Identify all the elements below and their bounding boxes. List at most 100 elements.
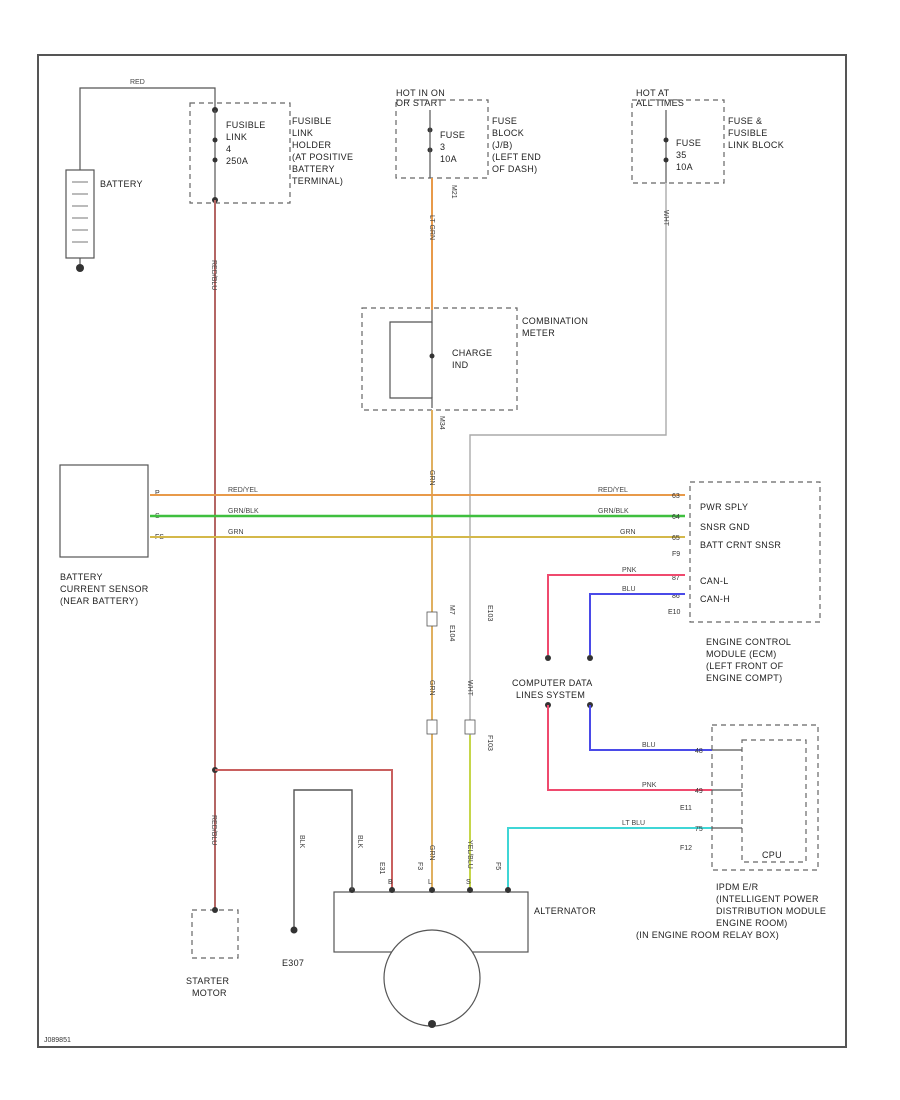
starter-label-2: MOTOR [192,988,227,998]
alt-grn-wire-label-2: GRN [428,845,435,861]
ground-label: E307 [282,958,304,968]
fuse-block-label-2: BLOCK [492,128,524,138]
ecm-pin-c: 65 [672,535,680,542]
combination-meter-label-1: COMBINATION [522,316,588,326]
ipdm-label-5: (IN ENGINE ROOM RELAY BOX) [636,930,779,940]
cdls-label-1: COMPUTER DATA [512,678,593,688]
ecm-pin-a: 63 [672,493,680,500]
battery-sensor-label-1: BATTERY [60,572,103,582]
e104-connector: E104 [448,625,455,641]
ecm-label-3: (LEFT FRONT OF [706,661,784,671]
battery-sensor-label-3: (NEAR BATTERY) [60,596,138,606]
fuse-block-label-5: OF DASH) [492,164,537,174]
fuse-fusible-label-2: FUSIBLE [728,128,768,138]
fusible-holder-label-4: (AT POSITIVE [292,152,353,162]
charge-ind-label-2: IND [452,360,469,370]
grn-blk-label-right: GRN/BLK [598,508,629,515]
lt-blu-wire [507,827,712,888]
wht-alt-wire-label: WHT [466,680,473,697]
ipdm-label-1: IPDM E/R [716,882,759,892]
f5-connector: F5 [494,862,501,870]
fusible-link-label-1: FUSIBLE [226,120,266,130]
fuse3-wire-label: LT GRN [428,215,435,240]
fuse-block-label-1: FUSE [492,116,517,126]
blu-label-ipdm: BLU [642,742,656,749]
ipdm-label-3: DISTRIBUTION MODULE [716,906,826,916]
ecm-pin-label-batt: BATT CRNT SNSR [700,540,781,550]
ecm-label-2: MODULE (ECM) [706,649,777,659]
blu-can-wire-ecm [589,593,685,655]
alt-b-pin: B [388,879,393,886]
wht-wire [469,183,667,888]
alt-s-pin: S [466,879,471,886]
fuse-block-jb: HOT IN ON OR START FUSE 3 10A FUSE BLOCK… [395,88,541,199]
combination-meter: CHARGE IND COMBINATION METER M34 [361,307,588,430]
e11-connector: E11 [680,805,692,812]
ipdm-pin-a: 48 [695,748,703,755]
ecm-pin-d: 87 [672,575,680,582]
diagram-frame [37,54,847,1048]
blk-ground-wire [293,789,353,928]
meter-out-wire-label: GRN [428,470,435,486]
pnk-can-wire-ipdm [547,705,712,791]
ipdm-label-4: ENGINE ROOM) [716,918,788,928]
blu-label-ecm: BLU [622,586,636,593]
f3-connector: F3 [416,862,423,870]
e10-connector: E10 [668,609,681,616]
battery-label: BATTERY [100,179,143,189]
cpu-label: CPU [762,850,782,860]
grn-blk-label-left: GRN/BLK [228,508,259,515]
ecm: 63 64 65 PWR SPLY SNSR GND BATT CRNT SNS… [668,481,821,683]
fuse-fusible-link-block: HOT AT ALL TIMES FUSE 35 10A FUSE & FUSI… [631,88,784,184]
m34-connector: M34 [438,416,445,430]
combination-meter-label-2: METER [522,328,555,338]
f103-connector: F103 [486,735,493,751]
e103-connector: E103 [486,605,493,621]
red-yel-label-left: RED/YEL [228,487,258,494]
ipdm-er: 48 49 75 E11 F12 CPU IPDM E/R (INTELLIGE… [636,724,826,940]
fusible-holder-label-1: FUSIBLE [292,116,332,126]
ecm-label-1: ENGINE CONTROL [706,637,791,647]
alt-blk-label-2: BLK [356,835,363,849]
battery: BATTERY RED [65,79,216,272]
charge-ind-label-1: CHARGE [452,348,492,358]
fusible-out-wire-label: RED/BLU [210,260,217,290]
fuse3-label-2: 3 [440,142,445,152]
hot-run-label-1: HOT IN ON [396,88,445,98]
red-yel-label-right: RED/YEL [598,487,628,494]
fusible-holder-label-3: HOLDER [292,140,332,150]
fuse-fusible-label-3: LINK BLOCK [728,140,784,150]
battery-current-sensor: BATTERY CURRENT SENSOR (NEAR BATTERY) P … [59,464,164,606]
fusible-holder-label-2: LINK [292,128,313,138]
m7-connector: M7 [448,605,455,615]
cdls-label-2: LINES SYSTEM [516,690,585,700]
alternator-b-wire [215,769,393,890]
ecm-pin-label-canh: CAN-H [700,594,730,604]
fuse35-label-2: 35 [676,150,687,160]
fuse-block-label-3: (J/B) [492,140,513,150]
ipdm-pin-b: 49 [695,788,703,795]
blu-can-wire-ipdm [589,705,712,751]
sensor-pin-1: P [155,490,160,497]
alt-l-pin: L [428,879,432,886]
ecm-pin-label-pwr: PWR SPLY [700,502,748,512]
starter-wire-label: RED/BLU [210,815,217,845]
fuse3-label-3: 10A [440,154,457,164]
fusible-link-label-4: 250A [226,156,248,166]
fusible-holder-label-5: BATTERY [292,164,335,174]
f9-connector: F9 [672,551,680,558]
grn-label-right: GRN [620,529,636,536]
lt-blu-label: LT BLU [622,820,645,827]
computer-data-lines-system: COMPUTER DATA LINES SYSTEM [512,678,593,708]
e31-connector: E31 [378,862,385,875]
alt-grn-wire-label-1: GRN [428,680,435,696]
ecm-pin-b: 64 [672,514,680,521]
fusible-link-label-2: LINK [226,132,247,142]
ecm-pin-label-gnd: SNSR GND [700,522,750,532]
fuse35-wire-label: WHT [662,210,669,227]
fuse35-label-3: 10A [676,162,693,172]
ecm-label-4: ENGINE COMPT) [706,673,782,683]
m21-connector: M21 [450,185,457,199]
ipdm-label-2: (INTELLIGENT POWER [716,894,819,904]
